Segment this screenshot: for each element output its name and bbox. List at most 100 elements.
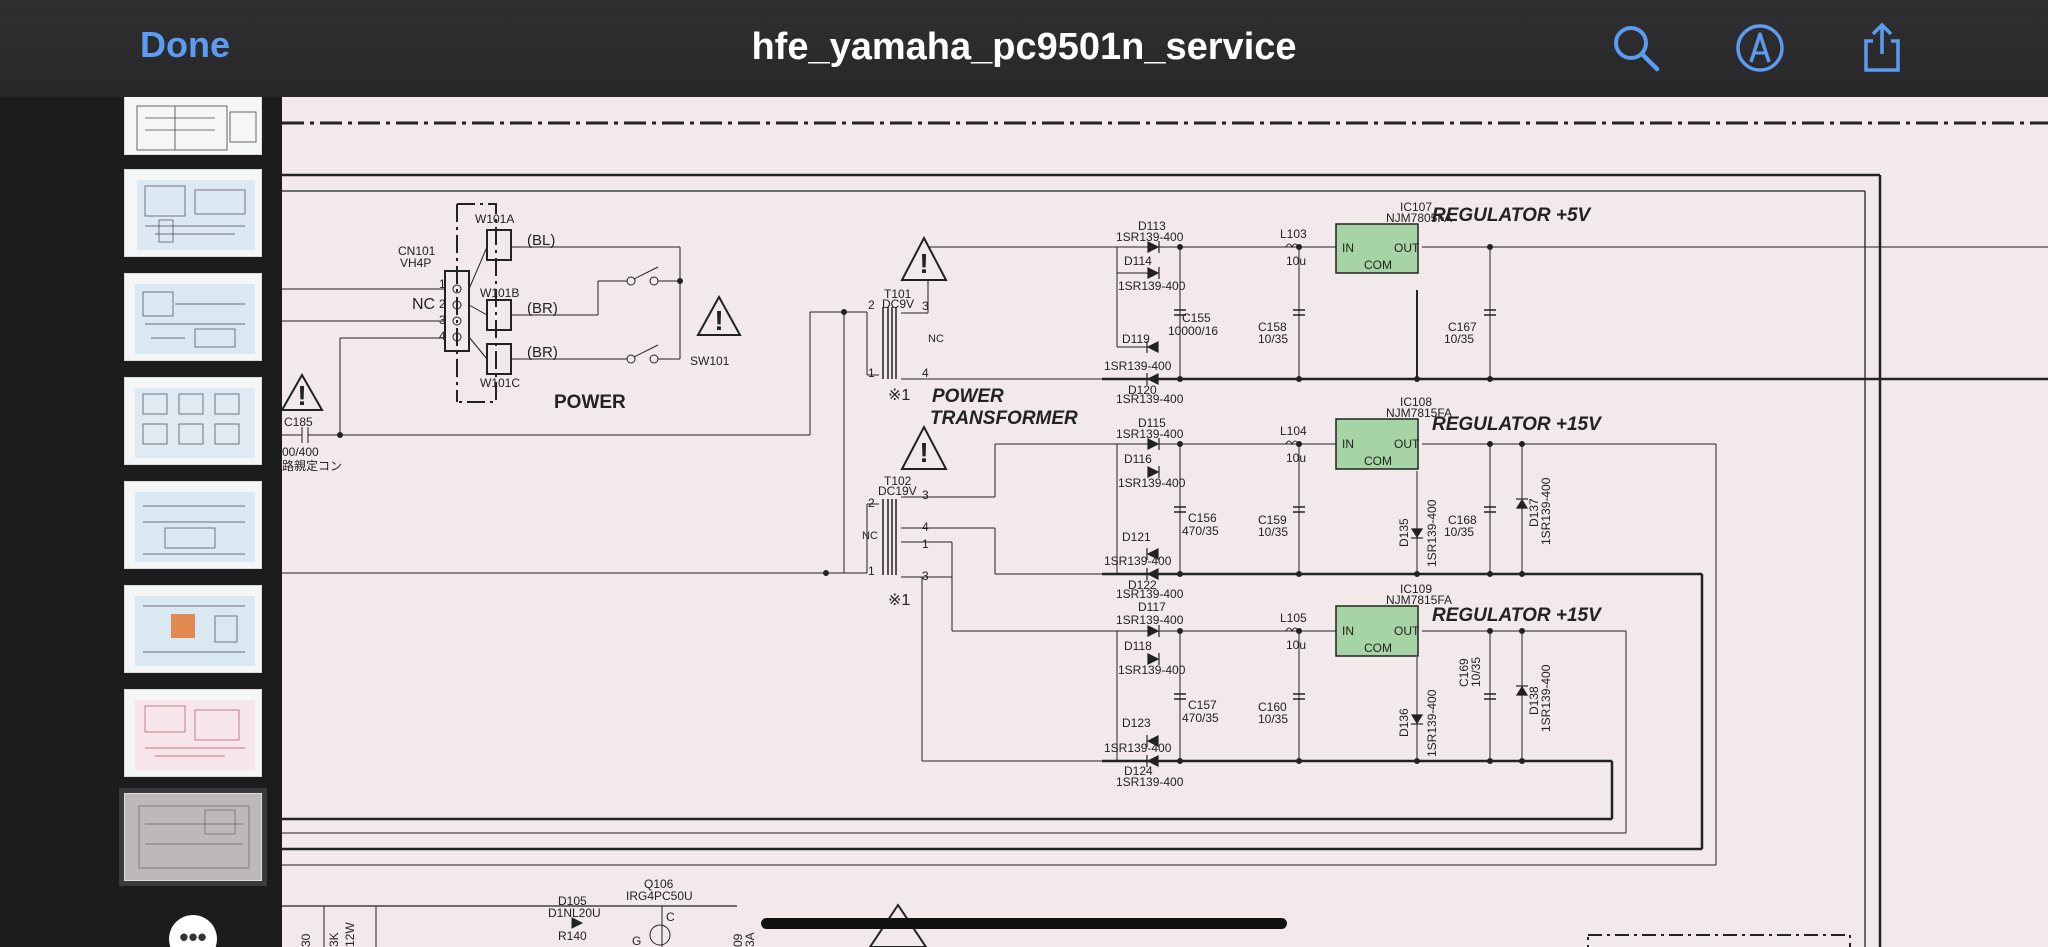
power-supply-schematic: !! !! CN101 VH4P NC 1 2 3 4 W101A W101B … bbox=[282, 121, 2048, 947]
label-pin-g: G bbox=[632, 934, 641, 947]
label-diode-model: 1SR139-400 bbox=[1118, 663, 1186, 677]
share-icon[interactable] bbox=[1856, 22, 1908, 74]
label-cn101: CN101 bbox=[398, 244, 436, 258]
label-ic109: IC109 bbox=[1400, 582, 1432, 596]
label-diode: D117 bbox=[1138, 600, 1166, 614]
pin-label: 1 bbox=[922, 537, 929, 551]
label-ic107-part: NJM7805FA bbox=[1386, 211, 1452, 225]
label-l105: L105 bbox=[1280, 611, 1307, 625]
label-diode-model: 1SR139-400 bbox=[1118, 279, 1186, 293]
label-ic-in: IN bbox=[1342, 624, 1354, 638]
page-thumbnail-current[interactable] bbox=[119, 788, 267, 886]
label-diode-model: 1SR139-400 bbox=[1116, 587, 1184, 601]
label-diode: D115 bbox=[1138, 416, 1166, 430]
label-diode-model: 1SR139-400 bbox=[1116, 427, 1184, 441]
label-fragment: 3A bbox=[743, 932, 757, 947]
page-thumbnail-sidebar[interactable]: ••• bbox=[0, 97, 282, 947]
label-diode-model: 1SR139-400 bbox=[1539, 664, 1553, 732]
page-thumbnail[interactable] bbox=[124, 97, 262, 155]
label-l-value: 10u bbox=[1286, 451, 1306, 465]
pin-label: 1 bbox=[868, 366, 875, 380]
label-ic-out: OUT bbox=[1394, 624, 1420, 638]
page-thumbnail[interactable] bbox=[124, 377, 262, 465]
label-l104: L104 bbox=[1280, 424, 1307, 438]
label-diode: D122 bbox=[1128, 578, 1157, 592]
label-vh4p: VH4P bbox=[400, 256, 431, 270]
label-bl: (BL) bbox=[527, 232, 555, 249]
label-diode: D138 bbox=[1527, 686, 1541, 715]
pin-label: 3 bbox=[922, 488, 929, 502]
markup-icon[interactable] bbox=[1734, 22, 1786, 74]
label-diode-model: 1SR139-400 bbox=[1104, 741, 1172, 755]
label-diode-model: 1SR139-400 bbox=[1116, 230, 1184, 244]
svg-text:!: ! bbox=[919, 437, 928, 468]
label-cap-value: 10/35 bbox=[1444, 332, 1474, 346]
label-w101a: W101A bbox=[475, 212, 514, 226]
document-page[interactable]: !! !! CN101 VH4P NC 1 2 3 4 W101A W101B … bbox=[282, 97, 2048, 947]
more-icon[interactable]: ••• bbox=[169, 915, 217, 947]
label-c159: C159 bbox=[1258, 513, 1287, 527]
label-c185: C185 bbox=[284, 415, 313, 429]
label-diode-model: 1SR139-400 bbox=[1425, 499, 1439, 567]
label-regulator-15v: REGULATOR +15V bbox=[1432, 605, 1602, 626]
label-dc19v: DC19V bbox=[878, 484, 917, 498]
pin-label: 1 bbox=[439, 277, 446, 291]
label-fragment: 30 bbox=[299, 933, 313, 947]
home-indicator[interactable] bbox=[761, 918, 1287, 929]
label-diode: D121 bbox=[1122, 530, 1151, 544]
label-fragment: 3K bbox=[327, 932, 341, 947]
page-thumbnail[interactable] bbox=[124, 169, 262, 257]
label-diode: D120 bbox=[1128, 383, 1157, 397]
search-icon[interactable] bbox=[1610, 22, 1662, 74]
label-ic-out: OUT bbox=[1394, 241, 1420, 255]
done-button[interactable]: Done bbox=[140, 24, 230, 65]
label-c158: C158 bbox=[1258, 320, 1287, 334]
page-thumbnail[interactable] bbox=[124, 481, 262, 569]
pin-label: 2 bbox=[868, 496, 875, 510]
label-c160: C160 bbox=[1258, 700, 1287, 714]
page-thumbnail[interactable] bbox=[124, 585, 262, 673]
label-c156: C156 bbox=[1188, 511, 1217, 525]
label-w101c: W101C bbox=[480, 376, 520, 390]
pin-label: 1 bbox=[868, 564, 875, 578]
label-t101: T101 bbox=[884, 287, 912, 301]
label-c156-value: 470/35 bbox=[1182, 524, 1219, 538]
label-ic108: IC108 bbox=[1400, 395, 1432, 409]
label-diode: D137 bbox=[1527, 498, 1541, 527]
pin-label: 3 bbox=[439, 313, 446, 327]
label-diode: D113 bbox=[1138, 219, 1166, 233]
pin-label: 3 bbox=[922, 569, 929, 583]
label-pin-c: C bbox=[666, 910, 675, 924]
label-c167: C167 bbox=[1448, 320, 1477, 334]
label-diode: D119 bbox=[1122, 332, 1150, 346]
page-thumbnail[interactable] bbox=[124, 273, 262, 361]
label-c185-value: 00/400 bbox=[282, 445, 319, 459]
page-thumbnail[interactable] bbox=[124, 689, 262, 777]
label-ic-in: IN bbox=[1342, 437, 1354, 451]
label-cap-value: 10/35 bbox=[1444, 525, 1474, 539]
label-fragment: 12W bbox=[343, 922, 357, 947]
label-br: (BR) bbox=[527, 344, 558, 361]
label-diode: D114 bbox=[1124, 254, 1152, 268]
label-power-transformer: TRANSFORMER bbox=[930, 408, 1078, 429]
label-ic-com: COM bbox=[1364, 641, 1392, 655]
pin-label: 2 bbox=[868, 298, 875, 312]
label-d105: D105 bbox=[558, 894, 587, 908]
label-t102: T102 bbox=[884, 474, 912, 488]
label-c168: C168 bbox=[1448, 513, 1477, 527]
label-c185-note: 路親定コン bbox=[282, 458, 342, 473]
label-diode: D136 bbox=[1397, 708, 1411, 737]
document-title: hfe_yamaha_pc9501n_service bbox=[751, 26, 1297, 68]
label-cap-value: 10/35 bbox=[1469, 657, 1483, 687]
svg-text:!: ! bbox=[714, 305, 723, 336]
label-l103: L103 bbox=[1280, 227, 1307, 241]
label-ic-out: OUT bbox=[1394, 437, 1420, 451]
toolbar: Done hfe_yamaha_pc9501n_service bbox=[0, 0, 2048, 98]
label-diode-model: 1SR139-400 bbox=[1104, 554, 1172, 568]
label-c157-value: 470/35 bbox=[1182, 711, 1219, 725]
label-br: (BR) bbox=[527, 300, 558, 317]
label-diode-model: 1SR139-400 bbox=[1539, 477, 1553, 545]
label-cap-value: 10/35 bbox=[1258, 525, 1288, 539]
label-c155: C155 bbox=[1182, 311, 1211, 325]
svg-text:!: ! bbox=[297, 380, 306, 411]
